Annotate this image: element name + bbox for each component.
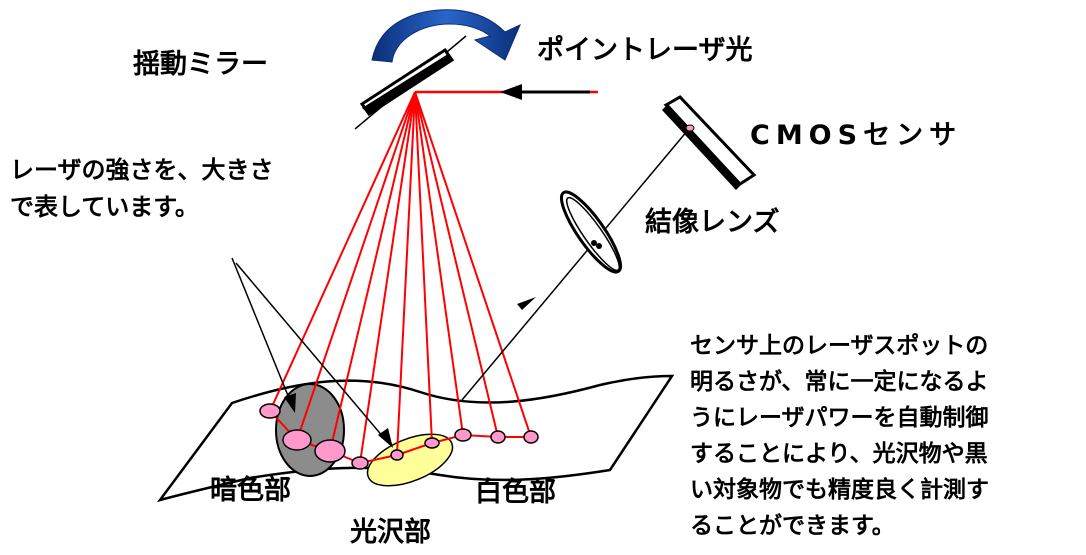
laser-label: ポイントレーザ光 [537,35,753,66]
laser-spot-4 [351,456,369,470]
laser-beam-6 [414,91,433,444]
laser-beam-9 [414,91,532,438]
cmos-sensor [662,95,757,190]
laser-beam-fan [269,91,532,464]
control-note-line-5: い対象物でも精度良く計測す [690,477,989,503]
laser-beam-5 [396,91,416,456]
white-region-label: 白色部 [475,477,556,508]
laser-note-line-2: で表しています。 [10,193,199,221]
laser-spot-9 [523,430,539,444]
reflected-arrowhead [517,297,536,310]
note-pointer-arrowhead-1 [284,393,296,413]
laser-spot-8 [490,430,506,444]
imaging-lens [559,190,623,274]
laser-beam-7 [414,91,464,436]
laser-beam-2 [296,91,416,441]
control-note-line-4: することにより、光沢物や黒 [690,441,988,467]
control-note-line-3: うにレーザパワーを自動制御 [690,405,989,431]
laser-spot-3 [314,439,346,463]
laser-spot-6 [424,437,440,449]
laser-spot-2 [282,429,312,451]
control-note-line-2: 明るさが、常に一定になるよ [690,369,989,395]
swing-mirror [354,35,467,130]
control-note-line-6: ることができます。 [690,513,895,539]
lens-label: 結像レンズ [645,207,780,238]
laser-spot-7 [454,428,472,442]
laser-note-line-1: レーザの強さを、大きさ [10,156,274,184]
laser-beam-4 [359,91,416,464]
sensor-label: CMOSセンサ [750,120,963,151]
rotation-arrow [371,9,521,63]
gloss-region-label: 光沢部 [350,517,431,548]
laser-spot-1 [259,403,281,419]
note-pointer-line-2 [235,262,385,439]
control-note-line-1: センサ上のレーザスポットの [690,333,989,359]
note-pointer-line-1 [231,257,292,404]
laser-beam-8 [414,91,499,438]
laser-beam-1 [269,91,416,412]
reflected-light-path [461,129,689,401]
incoming-laser-arrowhead [500,84,522,100]
dark-region-label: 暗色部 [210,475,291,506]
laser-spot-5 [390,449,404,461]
mirror-label: 揺動ミラー [133,49,268,80]
laser-spots [259,403,539,470]
note-pointer-arrowhead-2 [378,428,393,448]
